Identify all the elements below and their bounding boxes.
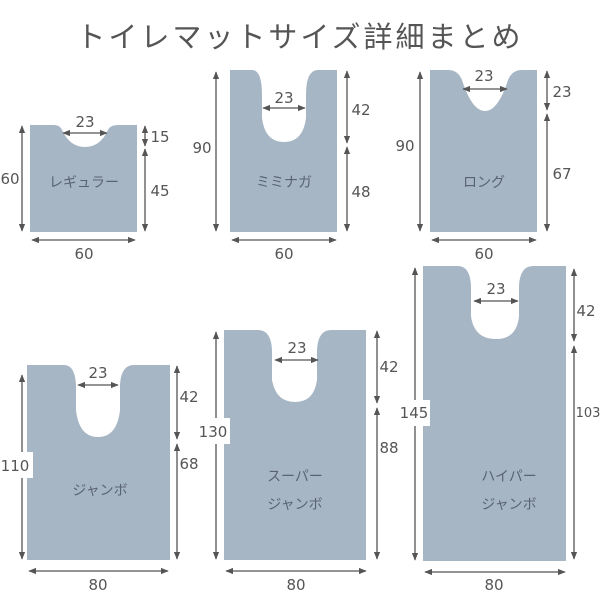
cutout-width: 23: [274, 89, 293, 107]
mat-name: ジャンボ: [72, 483, 127, 499]
cutout-width: 23: [486, 280, 505, 298]
cutout-width: 23: [474, 67, 493, 85]
height: 145: [400, 404, 429, 422]
mat-name-line2: ジャンボ: [481, 497, 536, 513]
cutout-width: 23: [88, 364, 107, 382]
remaining-length: 103: [576, 406, 600, 421]
cutout-depth: 42: [351, 101, 370, 119]
height: 90: [395, 137, 414, 155]
mat-shape: [224, 330, 366, 560]
height: 110: [1, 457, 30, 475]
mat-name-line2: ジャンボ: [267, 497, 322, 513]
cutout-depth: 42: [179, 388, 198, 406]
mat-shape: [30, 125, 137, 232]
width: 80: [286, 576, 305, 594]
remaining-length: 67: [552, 165, 571, 183]
mat-hyper-jumbo: 23 145 42 103 80 ハイパー ジャンボ: [398, 266, 600, 594]
mat-shape: [230, 70, 337, 232]
mat-name-line1: スーパー: [267, 469, 323, 485]
cutout-width: 23: [287, 339, 306, 357]
cutout-width: 23: [75, 113, 94, 131]
width: 60: [474, 245, 493, 263]
height: 130: [199, 423, 228, 441]
mat-miminaga: 23 90 42 48 60 ミミナガ: [192, 70, 371, 263]
height: 90: [192, 139, 211, 157]
cutout-depth: 15: [150, 128, 169, 146]
mat-long: 23 90 23 67 60 ロング: [395, 67, 571, 263]
mat-name: ミミナガ: [256, 175, 312, 191]
mat-super-jumbo: 23 130 42 88 80 スーパー ジャンボ: [198, 330, 399, 594]
mat-regular: 23 60 15 45 60 レギュラー: [0, 113, 169, 263]
width: 60: [74, 245, 93, 263]
cutout-depth: 42: [379, 358, 398, 376]
height: 60: [0, 170, 19, 188]
page-title: トイレマットサイズ詳細まとめ: [76, 20, 524, 54]
mat-jumbo: 23 110 42 68 80 ジャンボ: [0, 364, 199, 594]
mat-name: レギュラー: [49, 175, 119, 191]
remaining-length: 48: [351, 183, 370, 201]
mat-shape: [423, 266, 566, 561]
width: 80: [88, 576, 107, 594]
remaining-length: 88: [379, 439, 398, 457]
mat-name: ロング: [463, 175, 505, 191]
cutout-depth: 42: [576, 302, 595, 320]
remaining-length: 45: [150, 182, 169, 200]
width: 60: [274, 245, 293, 263]
mat-shape: [430, 70, 537, 232]
width: 80: [484, 576, 503, 594]
mat-shape: [27, 365, 170, 560]
mat-name-line1: ハイパー: [481, 469, 536, 485]
remaining-length: 68: [179, 455, 198, 473]
cutout-depth: 23: [552, 83, 571, 101]
